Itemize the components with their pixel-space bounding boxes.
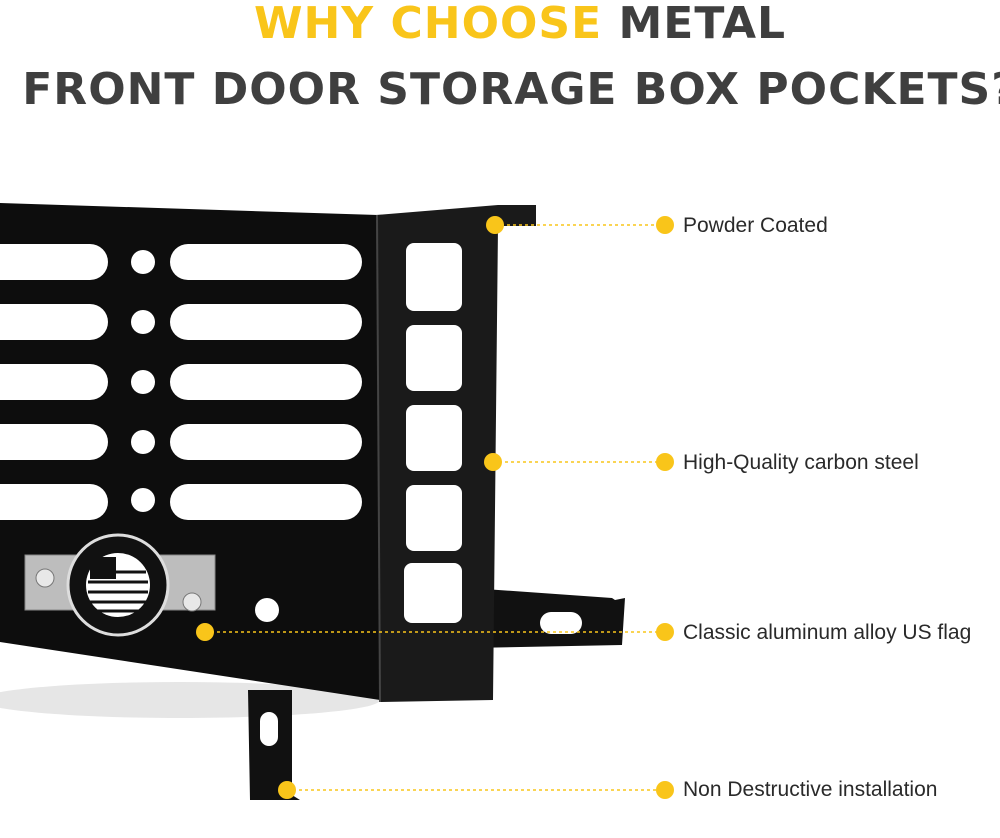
bracket-slot bbox=[540, 612, 582, 634]
callout-installation: Non Destructive installation bbox=[683, 778, 938, 801]
headline-line-1: WHY CHOOSE METAL bbox=[20, 2, 1000, 46]
callout-dots bbox=[196, 216, 674, 799]
callout-lines bbox=[205, 224, 665, 791]
us-flag-badge bbox=[24, 533, 216, 637]
headline-highlight: WHY CHOOSE bbox=[253, 0, 603, 49]
headline-rest: METAL bbox=[618, 0, 787, 49]
front-slots bbox=[0, 244, 362, 622]
side-slots bbox=[404, 243, 462, 623]
headline-line-2: FRONT DOOR STORAGE BOX POCKETS? bbox=[22, 64, 1000, 115]
callout-powder-coated: Powder Coated bbox=[683, 214, 828, 237]
callout-carbon-steel: High-Quality carbon steel bbox=[683, 451, 919, 474]
callout-us-flag: Classic aluminum alloy US flag bbox=[683, 621, 972, 644]
tab-slot bbox=[260, 712, 278, 746]
